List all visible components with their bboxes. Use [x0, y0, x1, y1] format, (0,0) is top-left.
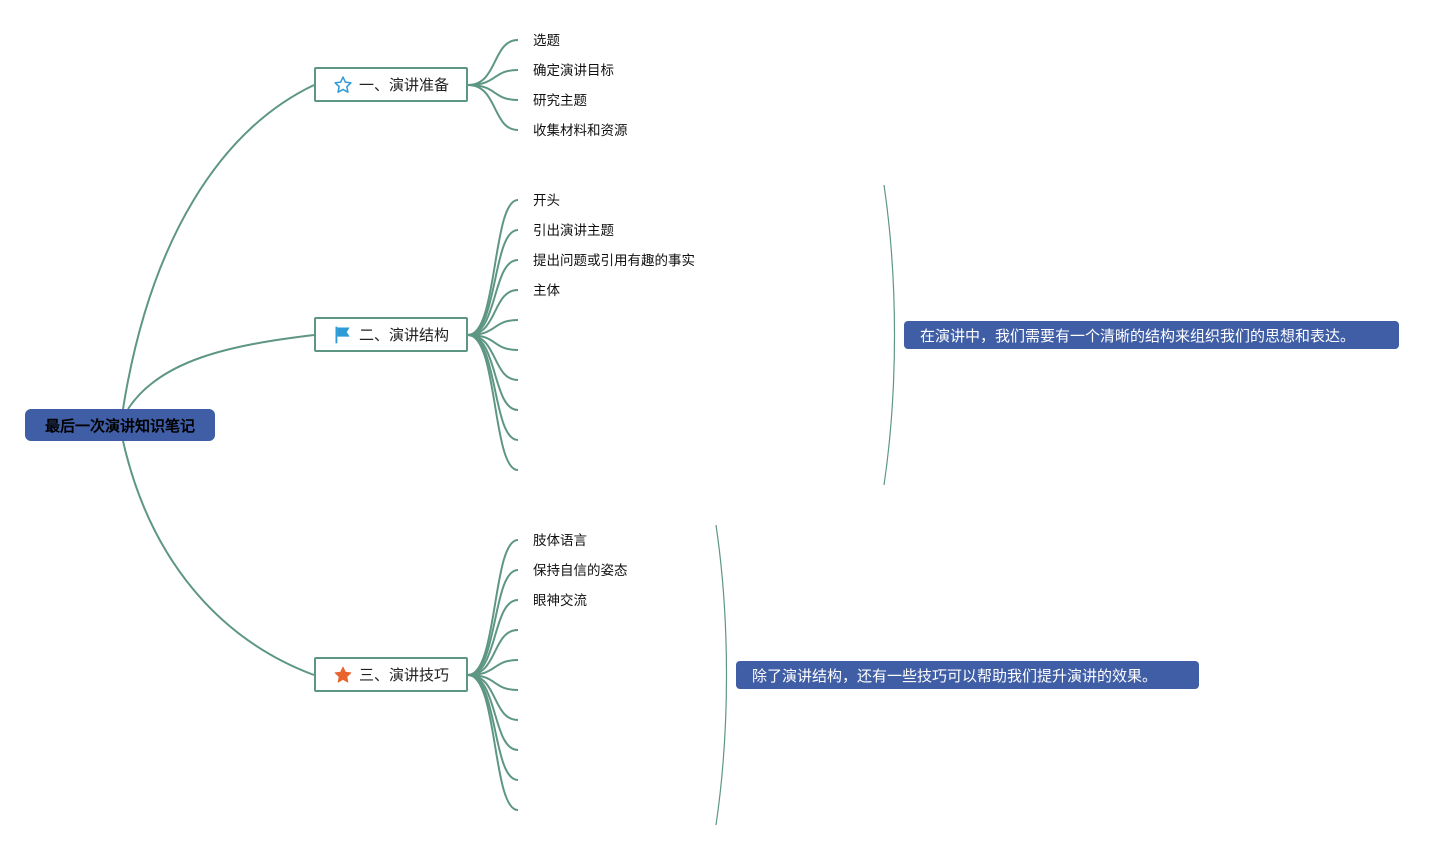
subtopic-item[interactable]: 保持自信的姿态: [533, 563, 628, 579]
link-root-branch-1: [122, 84, 315, 410]
summary-note-skills[interactable]: 除了演讲结构，还有一些技巧可以帮助我们提升演讲的效果。: [736, 661, 1199, 689]
subtopic-item[interactable]: 眼神交流: [533, 593, 587, 609]
branch-2-leaf-links: [467, 199, 519, 471]
branch-topic-skills[interactable]: 三、演讲技巧: [314, 657, 468, 692]
branch-topic-preparation[interactable]: 一、演讲准备: [314, 67, 468, 102]
branch-1-leaf-links: [467, 39, 519, 131]
subtopic-item[interactable]: 收集材料和资源: [533, 123, 628, 139]
root-topic[interactable]: 最后一次演讲知识笔记: [25, 409, 215, 441]
subtopic-item[interactable]: 开头: [533, 193, 560, 209]
subtopic-item[interactable]: 确定演讲目标: [533, 63, 614, 79]
branch-topic-label: 二、演讲结构: [359, 326, 450, 344]
link-root-branch-3: [122, 440, 315, 676]
summary-bracket-branch-2: [883, 184, 896, 486]
subtopic-item[interactable]: 引出演讲主题: [533, 223, 614, 239]
subtopic-item[interactable]: 选题: [533, 33, 560, 49]
branch-topic-label: 一、演讲准备: [359, 76, 450, 94]
star-filled-icon: [333, 665, 353, 685]
subtopic-item[interactable]: 研究主题: [533, 93, 587, 109]
branch-topic-label: 三、演讲技巧: [359, 666, 450, 684]
subtopic-item[interactable]: 肢体语言: [533, 533, 587, 549]
root-topic-label: 最后一次演讲知识笔记: [44, 416, 195, 435]
summary-note-structure[interactable]: 在演讲中，我们需要有一个清晰的结构来组织我们的思想和表达。: [904, 321, 1399, 349]
branch-3-leaf-links: [467, 539, 519, 811]
star-outline-icon: [333, 75, 353, 95]
summary-note-text: 在演讲中，我们需要有一个清晰的结构来组织我们的思想和表达。: [920, 326, 1356, 345]
subtopic-item[interactable]: 提出问题或引用有趣的事实: [533, 253, 695, 269]
summary-note-text: 除了演讲结构，还有一些技巧可以帮助我们提升演讲的效果。: [752, 666, 1158, 685]
summary-bracket-branch-3: [715, 524, 728, 826]
link-root-branch-2: [127, 334, 315, 410]
branch-topic-structure[interactable]: 二、演讲结构: [314, 317, 468, 352]
subtopic-item[interactable]: 主体: [533, 283, 560, 299]
flag-icon: [333, 325, 353, 345]
